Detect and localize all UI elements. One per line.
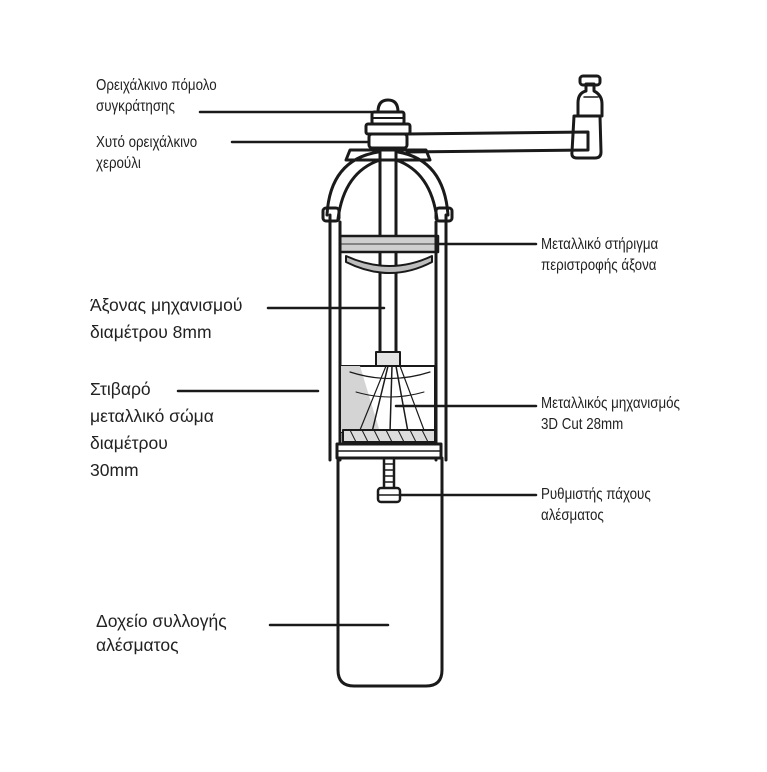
label-cast-brass-handle: Χυτό ορειχάλκινο χερούλι [96,134,198,172]
label-collector: Δοχείο συλλογής αλέσματος [96,611,227,655]
label-shaft-support: Μεταλλικό στήριγμα περιστροφής άξονα [541,236,659,274]
label-shaft: Άξονας μηχανισμού διαμέτρου 8mm [90,295,243,342]
label-body: Στιβαρό μεταλλικό σώμα διαμέτρου 30mm [90,379,214,480]
lower-container [336,456,444,688]
adjustment-screw [376,456,402,504]
arched-frame [321,150,454,223]
separation-band [335,442,443,460]
top-knob [364,98,412,150]
cap-collar [344,148,432,162]
shaft [378,148,398,362]
grinding-mechanism [340,351,436,443]
shaft-support [338,234,440,274]
label-coarseness-adjuster: Ρυθμιστής πάχους αλέσματος [541,486,651,524]
crank-handle [405,74,604,160]
label-brass-knob: Ορειχάλκινο πόμολο συγκράτησης [96,77,217,115]
label-mechanism: Μεταλλικός μηχανισμός 3D Cut 28mm [541,395,680,433]
leader-lines [176,110,538,627]
